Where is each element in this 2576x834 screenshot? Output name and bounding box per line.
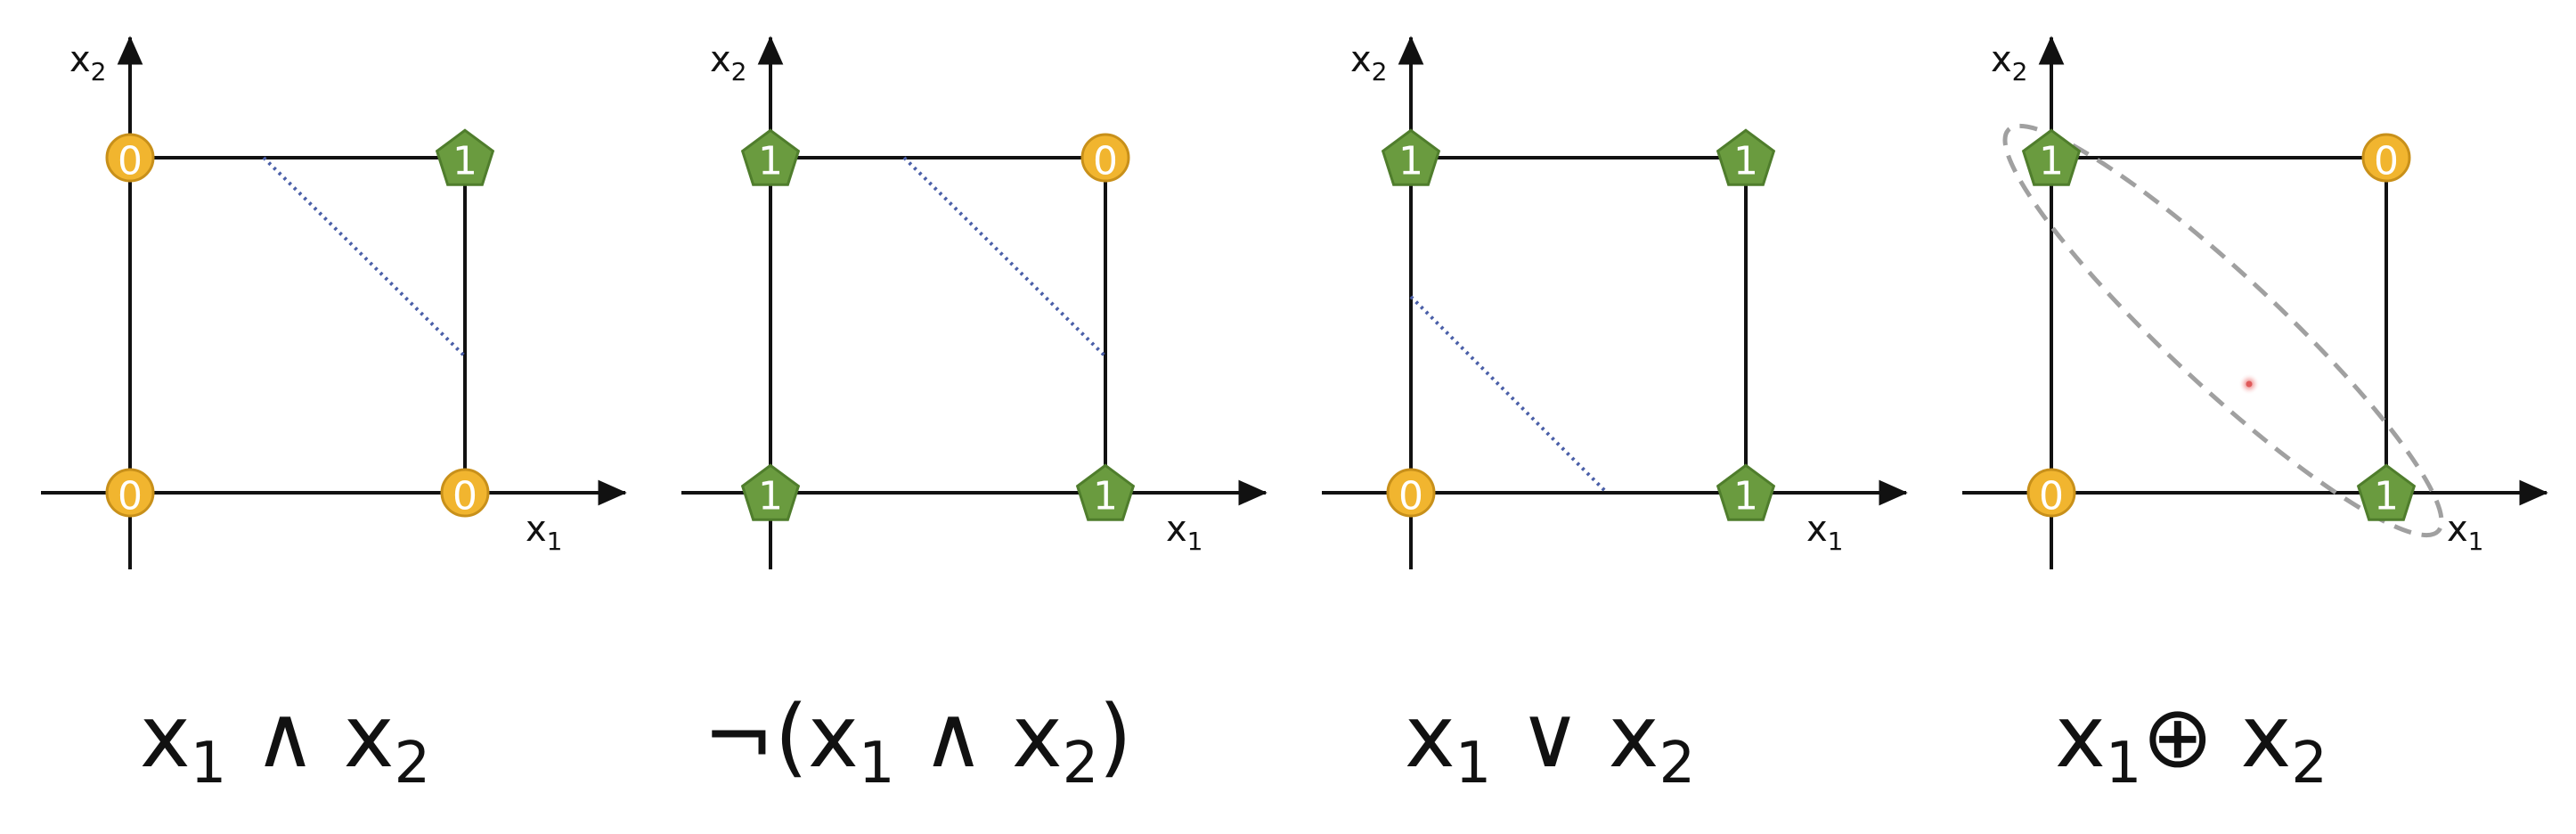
point-top-right: 1	[435, 128, 495, 186]
point-bottom-left: 0	[2026, 468, 2076, 519]
x2-axis-label: x2	[69, 39, 107, 86]
point-value: 1	[758, 139, 783, 184]
one-pentagon-icon	[1716, 463, 1776, 521]
point-bottom-left: 1	[740, 463, 801, 521]
point-bottom-right: 1	[1716, 463, 1776, 521]
formula-or: x1 ∨ x2	[1405, 687, 1695, 797]
zero-circle-icon	[1080, 133, 1130, 183]
one-pentagon-icon	[2356, 463, 2417, 521]
point-bottom-right: 0	[440, 468, 490, 519]
point-bottom-right: 1	[1075, 463, 1136, 521]
point-top-left: 0	[105, 133, 155, 184]
point-value: 0	[118, 474, 143, 519]
x2-axis-label: x2	[710, 39, 747, 86]
zero-circle-icon	[440, 468, 490, 518]
point-value: 1	[1733, 474, 1758, 519]
panel-or: x2 x1 1 1 0 1	[1322, 36, 1908, 569]
one-pentagon-icon	[2021, 128, 2082, 186]
point-value: 0	[118, 139, 143, 184]
point-top-right: 0	[2361, 133, 2411, 184]
separator-ellipse	[2002, 123, 2444, 538]
point-top-right: 1	[1716, 128, 1776, 186]
separator-line	[262, 156, 467, 358]
point-value: 1	[2374, 474, 2399, 519]
separator-line	[902, 156, 1107, 358]
formula-nand: ¬(x1 ∧ x2)	[703, 687, 1132, 797]
zero-circle-icon	[2026, 468, 2076, 518]
point-value: 1	[758, 474, 783, 519]
x1-axis-label: x1	[2447, 509, 2484, 556]
zero-circle-icon	[105, 468, 155, 518]
one-pentagon-icon	[1716, 128, 1776, 186]
point-value: 1	[1093, 474, 1118, 519]
panel-and: x2 x1 0 1 0 0	[41, 36, 627, 569]
one-pentagon-icon	[1075, 463, 1136, 521]
formula-and: x1 ∧ x2	[140, 687, 430, 797]
unit-square	[1411, 156, 1748, 493]
x1-axis-label: x1	[526, 509, 563, 556]
unit-square	[2051, 156, 2388, 493]
point-value: 0	[1398, 474, 1423, 519]
x2-axis-label: x2	[1350, 39, 1388, 86]
point-value: 1	[2039, 139, 2064, 184]
one-pentagon-icon	[740, 128, 801, 186]
point-bottom-left: 0	[105, 468, 155, 519]
point-top-left: 1	[740, 128, 801, 186]
separator-line	[1409, 295, 1609, 495]
zero-circle-icon	[105, 133, 155, 183]
x1-axis-label: x1	[1166, 509, 1203, 556]
point-value: 0	[1093, 139, 1118, 184]
one-pentagon-icon	[1381, 128, 1441, 186]
unit-square	[130, 156, 467, 493]
x2-axis-label: x2	[1991, 39, 2028, 86]
point-top-left: 1	[2021, 128, 2082, 186]
point-value: 1	[1733, 139, 1758, 184]
zero-circle-icon	[1386, 468, 1436, 518]
point-value: 1	[1398, 139, 1423, 184]
point-top-right: 0	[1080, 133, 1130, 184]
point-value: 0	[452, 474, 477, 519]
unit-square	[770, 156, 1107, 493]
x1-axis-label: x1	[1806, 509, 1844, 556]
point-bottom-right: 1	[2356, 463, 2417, 521]
panel-xor: x2 x1 1 0 0 1	[1962, 36, 2548, 569]
point-top-left: 1	[1381, 128, 1441, 186]
panel-nand: x2 x1 1 0 1 1	[681, 36, 1268, 569]
zero-circle-icon	[2361, 133, 2411, 183]
point-value: 0	[2374, 139, 2399, 184]
formula-xor: x1⊕ x2	[2055, 687, 2327, 797]
point-value: 1	[452, 139, 477, 184]
point-bottom-left: 0	[1386, 468, 1436, 519]
one-pentagon-icon	[435, 128, 495, 186]
one-pentagon-icon	[740, 463, 801, 521]
point-value: 0	[2039, 474, 2064, 519]
cursor-marker-dot	[2246, 380, 2253, 388]
